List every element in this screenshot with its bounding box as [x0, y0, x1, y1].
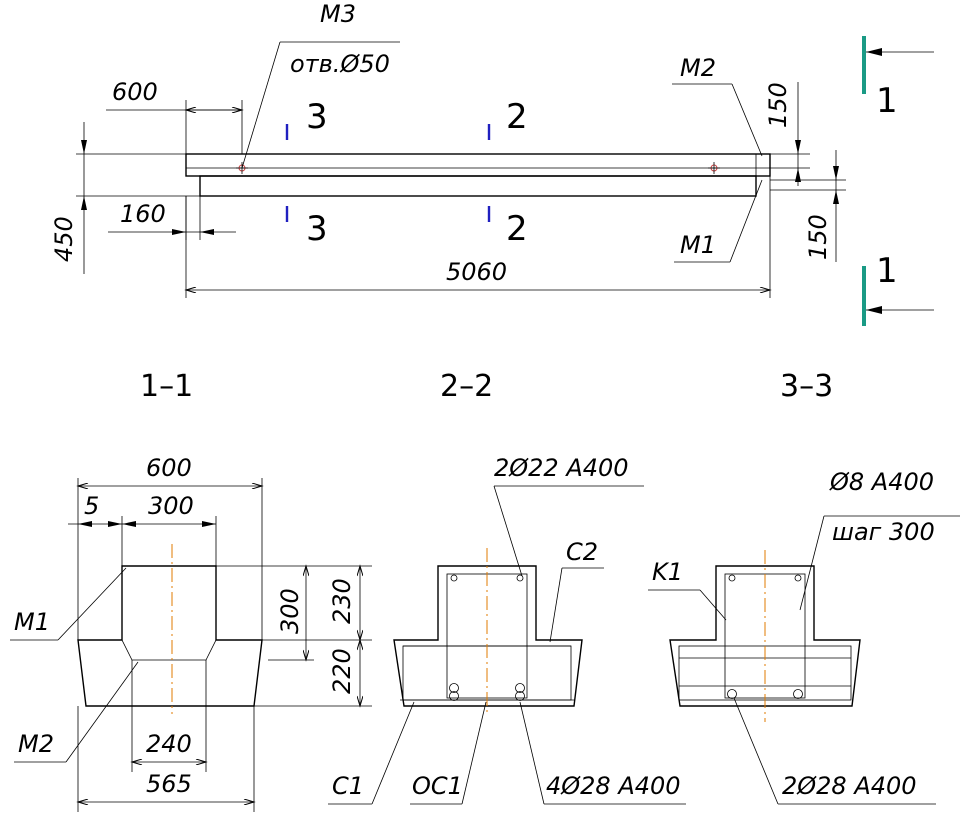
- s1-m1-leader: [57, 567, 127, 641]
- hole-marker-right: [708, 162, 720, 174]
- s2-c2-label: C2: [566, 538, 598, 566]
- dim150b-arrow-a: [833, 166, 839, 180]
- dim160-arrow-left: [172, 229, 186, 235]
- s1-dim5-arrow: [78, 521, 92, 527]
- s1-dim-600-label: 600: [146, 454, 192, 482]
- s3-bottom-bars-label: 2Ø28 A400: [782, 772, 917, 800]
- dim-160-label: 160: [120, 200, 166, 228]
- s1-dim5-arrow-b: [108, 521, 122, 527]
- m2-label: M2: [680, 54, 716, 82]
- section1-web: [121, 565, 217, 661]
- m1-leader: [729, 179, 763, 263]
- dim-600-label: 600: [112, 78, 158, 106]
- section3-outline: [669, 565, 861, 707]
- s2-bottom-bar-3: [515, 683, 525, 693]
- s3-stirrup-label: Ø8 A400: [829, 468, 934, 496]
- s1-dim-5-label: 5: [84, 492, 99, 520]
- dim-150-top-label: 150: [764, 82, 792, 128]
- s2-oc1-label: OC1: [412, 772, 463, 800]
- m1-label: M1: [680, 231, 716, 259]
- s2-bottom-bars-label: 4Ø28 A400: [546, 772, 681, 800]
- m2-leader: [731, 83, 763, 157]
- m3-label: M3: [320, 0, 356, 28]
- section1-outline: [77, 565, 263, 707]
- section2-num-bottom: 2: [506, 209, 528, 249]
- s1-dim-230-label: 230: [328, 578, 356, 624]
- s3-step-label: шаг 300: [832, 518, 935, 546]
- s2-bottom-bars-leader: [519, 701, 545, 805]
- s1-dim-565-label: 565: [146, 770, 192, 798]
- section3-num-bottom: 3: [306, 209, 328, 249]
- s3-stirrup-leader: [799, 515, 825, 611]
- s3-bottom-bar-left: [727, 689, 737, 699]
- s2-top-bars-leader: [493, 485, 523, 577]
- s3-k1-leader: [699, 589, 727, 621]
- dim160-arrow-right: [200, 229, 214, 235]
- hole-label: отв.Ø50: [290, 50, 390, 78]
- s1-dim300-arrow-a: [122, 521, 136, 527]
- s2-bottom-bar-2: [449, 691, 459, 701]
- section-title-2: 2–2: [440, 369, 493, 404]
- s1-m2-label: M2: [18, 730, 54, 758]
- cut1-arrow-bottom: [866, 306, 882, 314]
- s1-dim-240-label: 240: [146, 730, 192, 758]
- section-3-3: Ø8 A400 шаг 300 K1 2Ø28 A400: [648, 468, 960, 805]
- s3-bottom-bars-leader: [733, 697, 779, 805]
- m3-leader: [241, 41, 281, 169]
- s2-bottom-bar-4: [515, 691, 525, 701]
- section-1-1: 600 5 300 300 230 220 240 565: [10, 454, 372, 812]
- s1-dim-300-label: 300: [148, 492, 194, 520]
- s2-c1-leader: [371, 701, 415, 805]
- s3-k1-label: K1: [652, 558, 683, 586]
- beam-top-flange: [185, 153, 771, 177]
- dim150t-arrow-a: [795, 140, 801, 154]
- dim150t-arrow-b: [795, 168, 801, 182]
- cut1-num-bottom: 1: [876, 251, 898, 291]
- s1-m2-leader: [65, 661, 139, 763]
- s2-bottom-bar-1: [449, 683, 459, 693]
- section-2-2: 2Ø22 A400 C2 C1 OC1 4Ø28 A400: [328, 454, 686, 805]
- dim150b-arrow-b: [833, 190, 839, 204]
- s1-dim300-arrow-b: [202, 521, 216, 527]
- dim-450-label: 450: [50, 216, 78, 262]
- s1-dim-220-label: 220: [328, 648, 356, 694]
- s2-oc1-leader: [461, 701, 487, 805]
- s2-top-bar-left: [450, 574, 458, 582]
- dim-5060-label: 5060: [446, 258, 507, 286]
- s3-top-bar-right: [794, 574, 802, 582]
- dim450-arrow-bottom: [81, 196, 87, 210]
- section-title-1: 1–1: [140, 369, 193, 404]
- section2-num-top: 2: [506, 97, 528, 137]
- cut1-arrow-top: [866, 48, 882, 56]
- s2-top-bar-right: [516, 574, 524, 582]
- s2-c1-label: C1: [332, 772, 364, 800]
- beam-web: [199, 175, 757, 197]
- dim450-arrow-top: [81, 140, 87, 154]
- dim-150-bottom-label: 150: [804, 214, 832, 260]
- section3-num-top: 3: [306, 97, 328, 137]
- s1-dim-300v-label: 300: [276, 588, 304, 634]
- s3-bottom-bar-right: [793, 689, 803, 699]
- plan-view: M3 отв.Ø50 M2 M1 600 160 450 50: [50, 0, 934, 326]
- s3-top-bar-left: [728, 574, 736, 582]
- section2-outline: [393, 565, 583, 707]
- s1-m1-label: M1: [14, 608, 50, 636]
- cut1-num-top: 1: [876, 81, 898, 121]
- s2-top-bars-label: 2Ø22 A400: [494, 454, 629, 482]
- section-title-3: 3–3: [780, 369, 833, 404]
- s2-c2-leader: [549, 567, 563, 643]
